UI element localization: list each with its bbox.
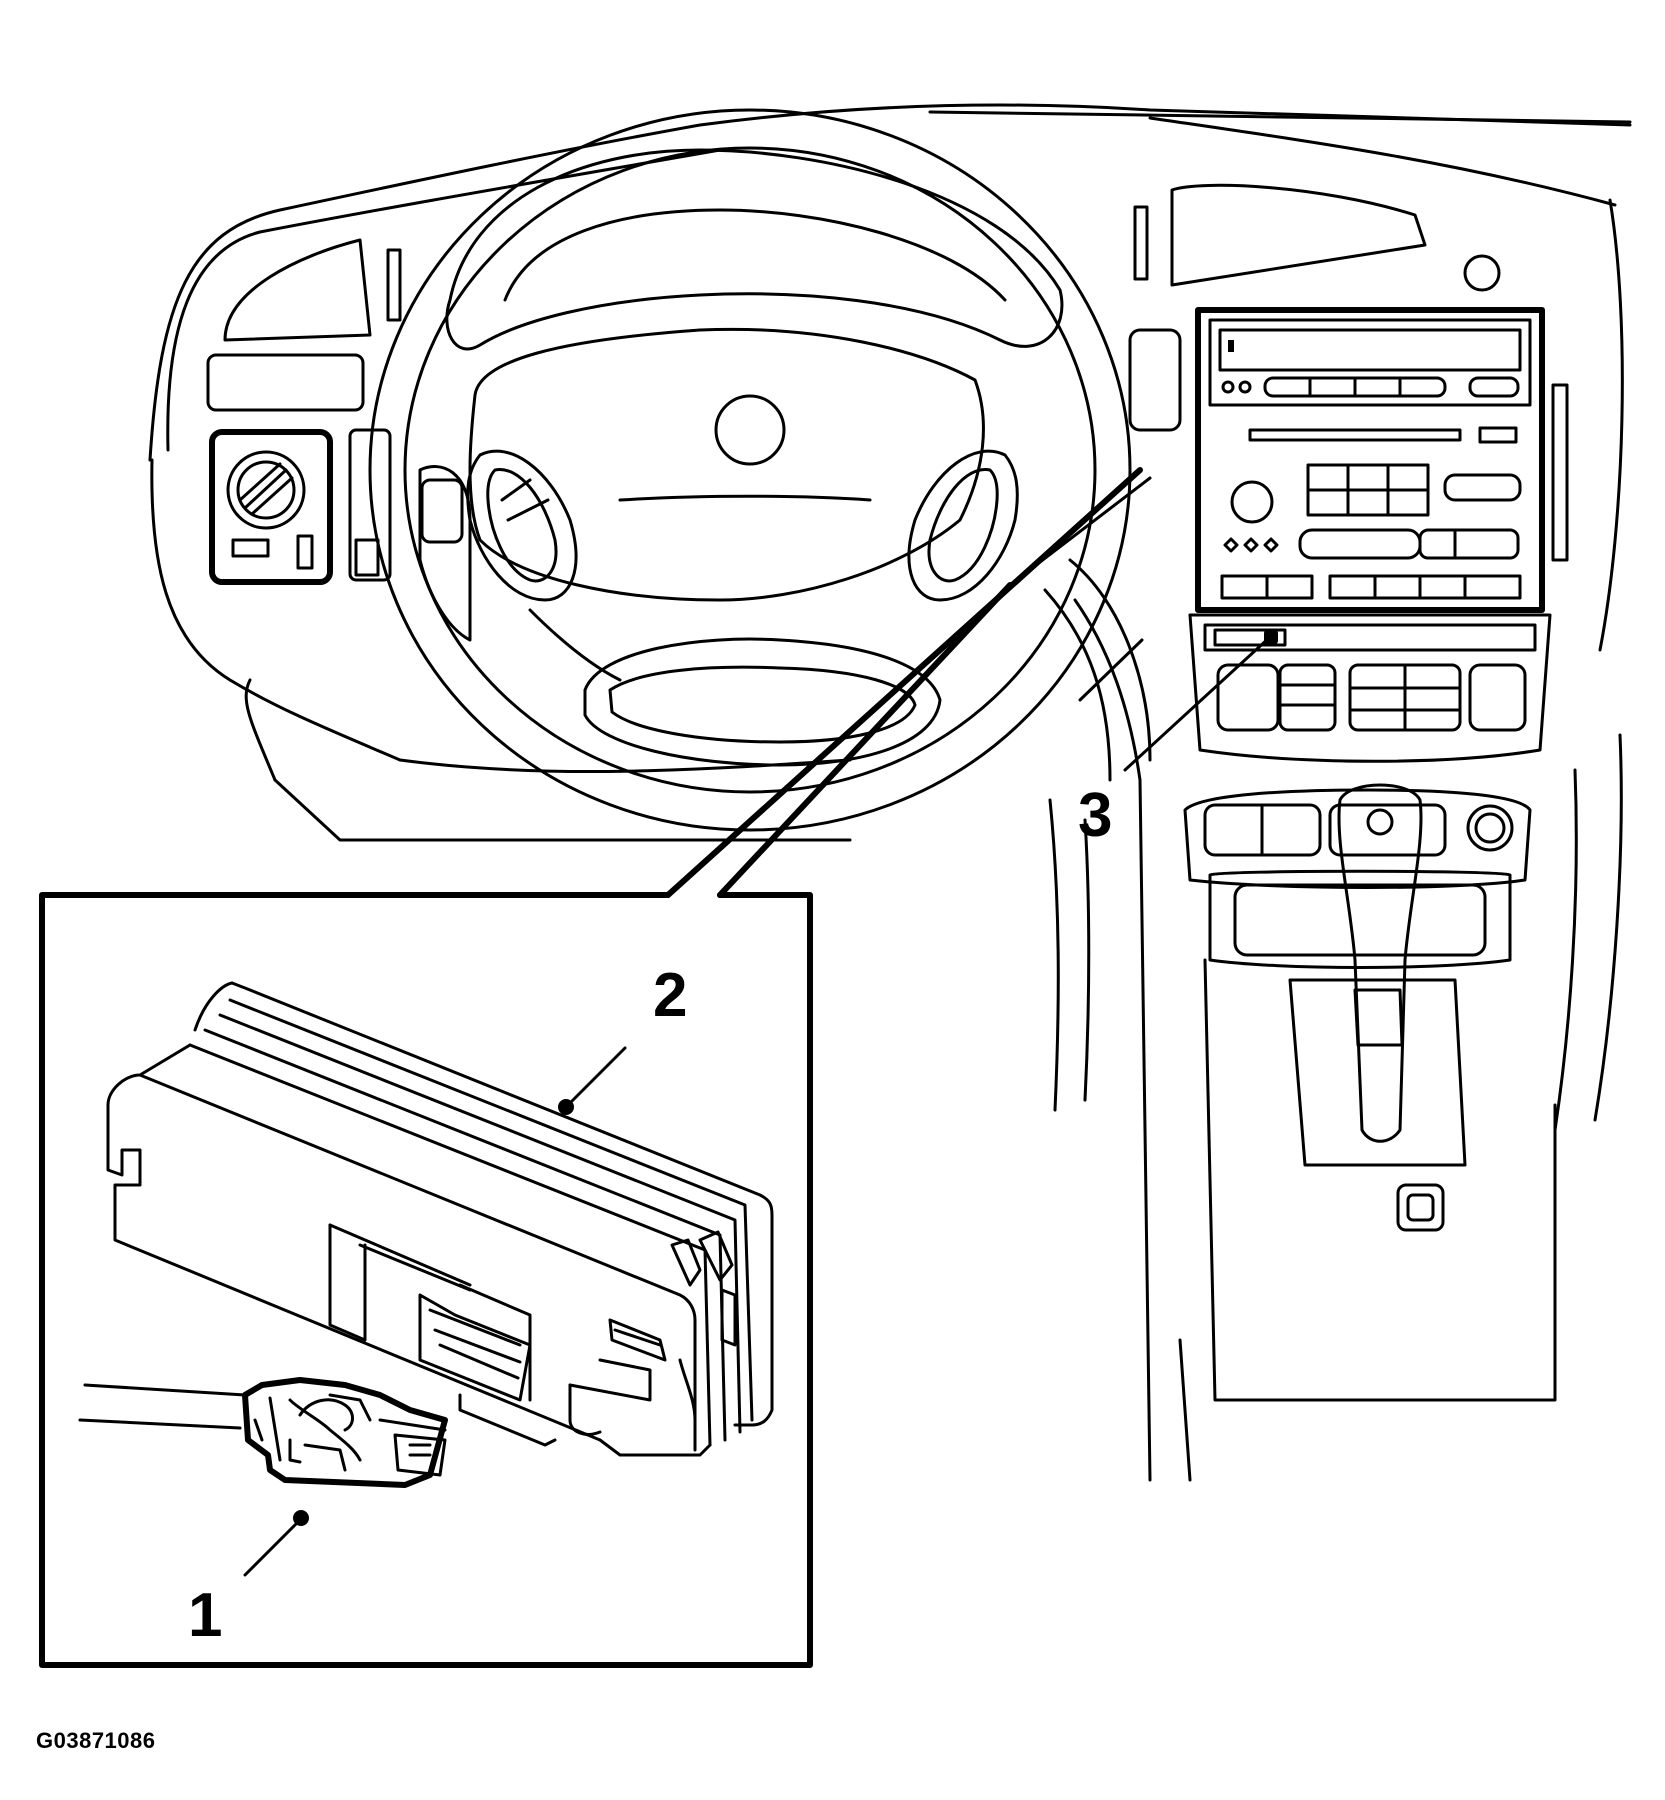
steering-wheel: [368, 108, 1132, 832]
figure-id: G03871086: [36, 1728, 156, 1753]
control-module: [106, 981, 774, 1457]
inset-frame: [39, 892, 813, 1668]
callout-leaders: [243, 1046, 627, 1577]
center-console-upper: [1128, 183, 1569, 763]
inset-pointer: [665, 467, 1272, 898]
center-console-lower: [1183, 783, 1557, 1402]
callout-3: 3: [1078, 781, 1113, 850]
left-vent-and-switches: [206, 238, 402, 585]
callout-2: 2: [653, 961, 688, 1030]
callout-1: 1: [188, 1581, 223, 1650]
wiring-connector: [78, 1377, 448, 1488]
